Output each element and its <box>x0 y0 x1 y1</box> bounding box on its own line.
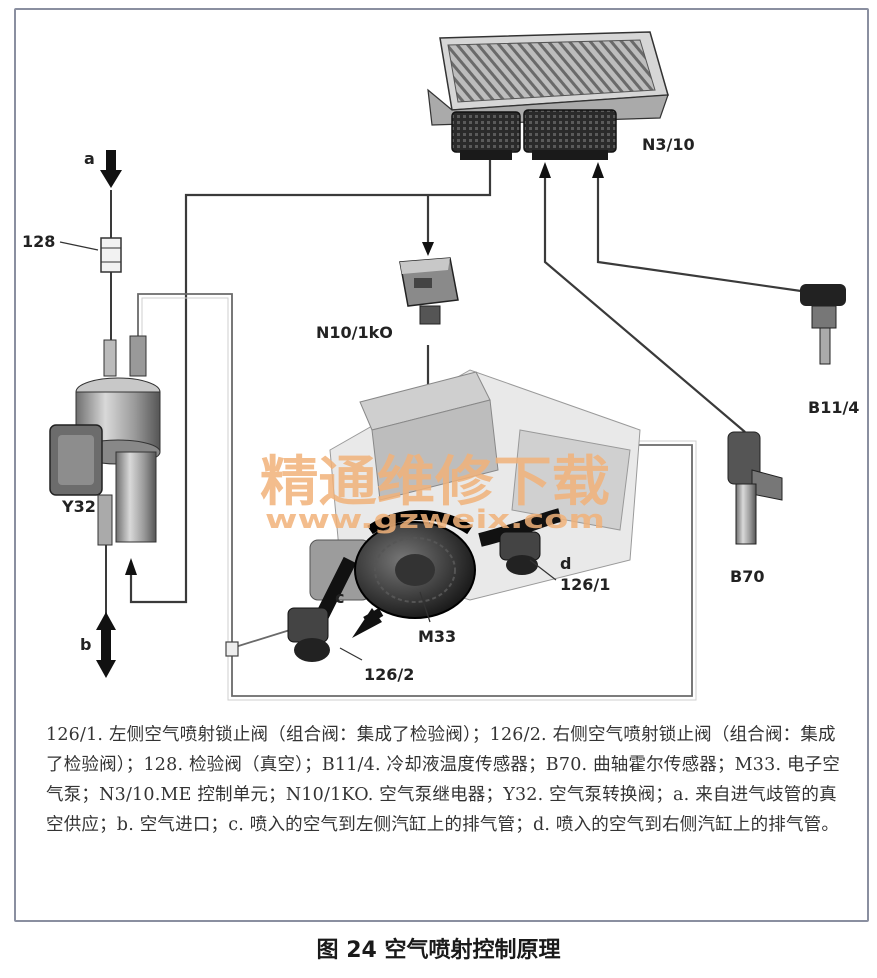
label-d: d <box>560 554 571 573</box>
label-126-2: 126/2 <box>364 665 414 684</box>
label-126-1: 126/1 <box>560 575 610 594</box>
valve-126-1 <box>499 531 557 581</box>
label-y32: Y32 <box>61 497 96 516</box>
arrow-b-icon <box>96 612 116 678</box>
label-b11-4: B11/4 <box>808 398 859 417</box>
relay-n10-1ko <box>399 257 459 325</box>
label-b70: B70 <box>730 567 764 586</box>
arrow-relay-icon <box>422 242 434 256</box>
label-a: a <box>84 149 95 168</box>
label-m33: M33 <box>418 627 456 646</box>
wire-b114-to-ecu <box>596 170 809 294</box>
label-c: c <box>335 588 344 607</box>
wire-ecu-to-y32 <box>129 160 492 604</box>
label-128: 128 <box>22 232 55 251</box>
legend-text: 126/1. 左侧空气喷射锁止阀（组合阀：集成了检验阀）；126/2. 右侧空气… <box>46 725 841 835</box>
figure-caption: 图 24 空气喷射控制原理 <box>316 938 561 963</box>
valve-126-2 <box>287 607 363 662</box>
t-junction <box>225 641 239 657</box>
arrow-ecu-b114-icon <box>592 162 604 178</box>
electric-air-pump-m33 <box>354 510 476 619</box>
air-injection-diagram: 精通维修下载 www.gzweix.com a 128 Y32 b N3/10 … <box>22 31 859 701</box>
watermark-text: 精通维修下载 <box>260 450 610 513</box>
label-b: b <box>80 635 91 654</box>
watermark-url: www.gzweix.com <box>265 505 605 535</box>
ecu-n3-10 <box>427 31 669 160</box>
arrow-y32-icon <box>125 558 137 575</box>
label-n10-1ko: N10/1kO <box>316 323 393 342</box>
arrow-ecu-b70-icon <box>539 162 551 178</box>
crank-hall-sensor-b70 <box>727 431 783 545</box>
check-valve-128 <box>59 237 122 273</box>
switchover-valve-y32 <box>49 335 161 546</box>
coolant-temp-sensor-b11-4 <box>800 284 846 365</box>
label-n3-10: N3/10 <box>642 135 695 154</box>
arrow-a-icon <box>100 150 122 188</box>
wire-b70-to-ecu <box>543 170 746 433</box>
